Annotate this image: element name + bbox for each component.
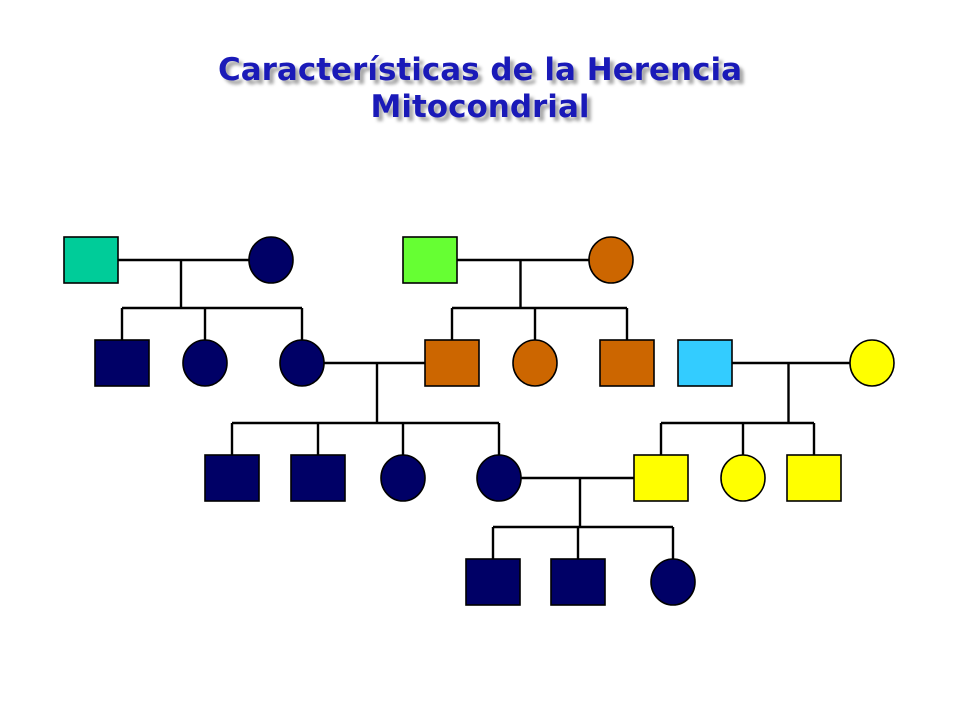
female-individual-II-8 — [849, 339, 895, 387]
pedigree-individuals — [63, 236, 895, 606]
female-individual-II-2 — [182, 339, 228, 387]
female-individual-III-6 — [720, 454, 766, 502]
male-individual-IV-2 — [550, 558, 606, 606]
female-individual-IV-3 — [650, 558, 696, 606]
male-individual-II-1 — [94, 339, 150, 387]
female-individual-III-3 — [380, 454, 426, 502]
female-individual-III-4 — [476, 454, 522, 502]
male-individual-I-1 — [63, 236, 119, 284]
female-individual-I-4 — [588, 236, 634, 284]
female-individual-I-2 — [248, 236, 294, 284]
male-individual-I-3 — [402, 236, 458, 284]
male-individual-II-4 — [424, 339, 480, 387]
male-individual-IV-1 — [465, 558, 521, 606]
pedigree-connector-lines — [91, 258, 872, 562]
female-individual-II-3 — [279, 339, 325, 387]
male-individual-III-7 — [786, 454, 842, 502]
slide-title: Características de la Herencia Mitocondr… — [0, 52, 960, 126]
female-individual-II-5 — [512, 339, 558, 387]
male-individual-III-2 — [290, 454, 346, 502]
male-individual-II-6 — [599, 339, 655, 387]
male-individual-III-5 — [633, 454, 689, 502]
slide-title-line-2: Mitocondrial — [370, 89, 590, 125]
male-individual-II-7 — [677, 339, 733, 387]
male-individual-III-1 — [204, 454, 260, 502]
slide-title-line-1: Características de la Herencia — [217, 52, 743, 88]
